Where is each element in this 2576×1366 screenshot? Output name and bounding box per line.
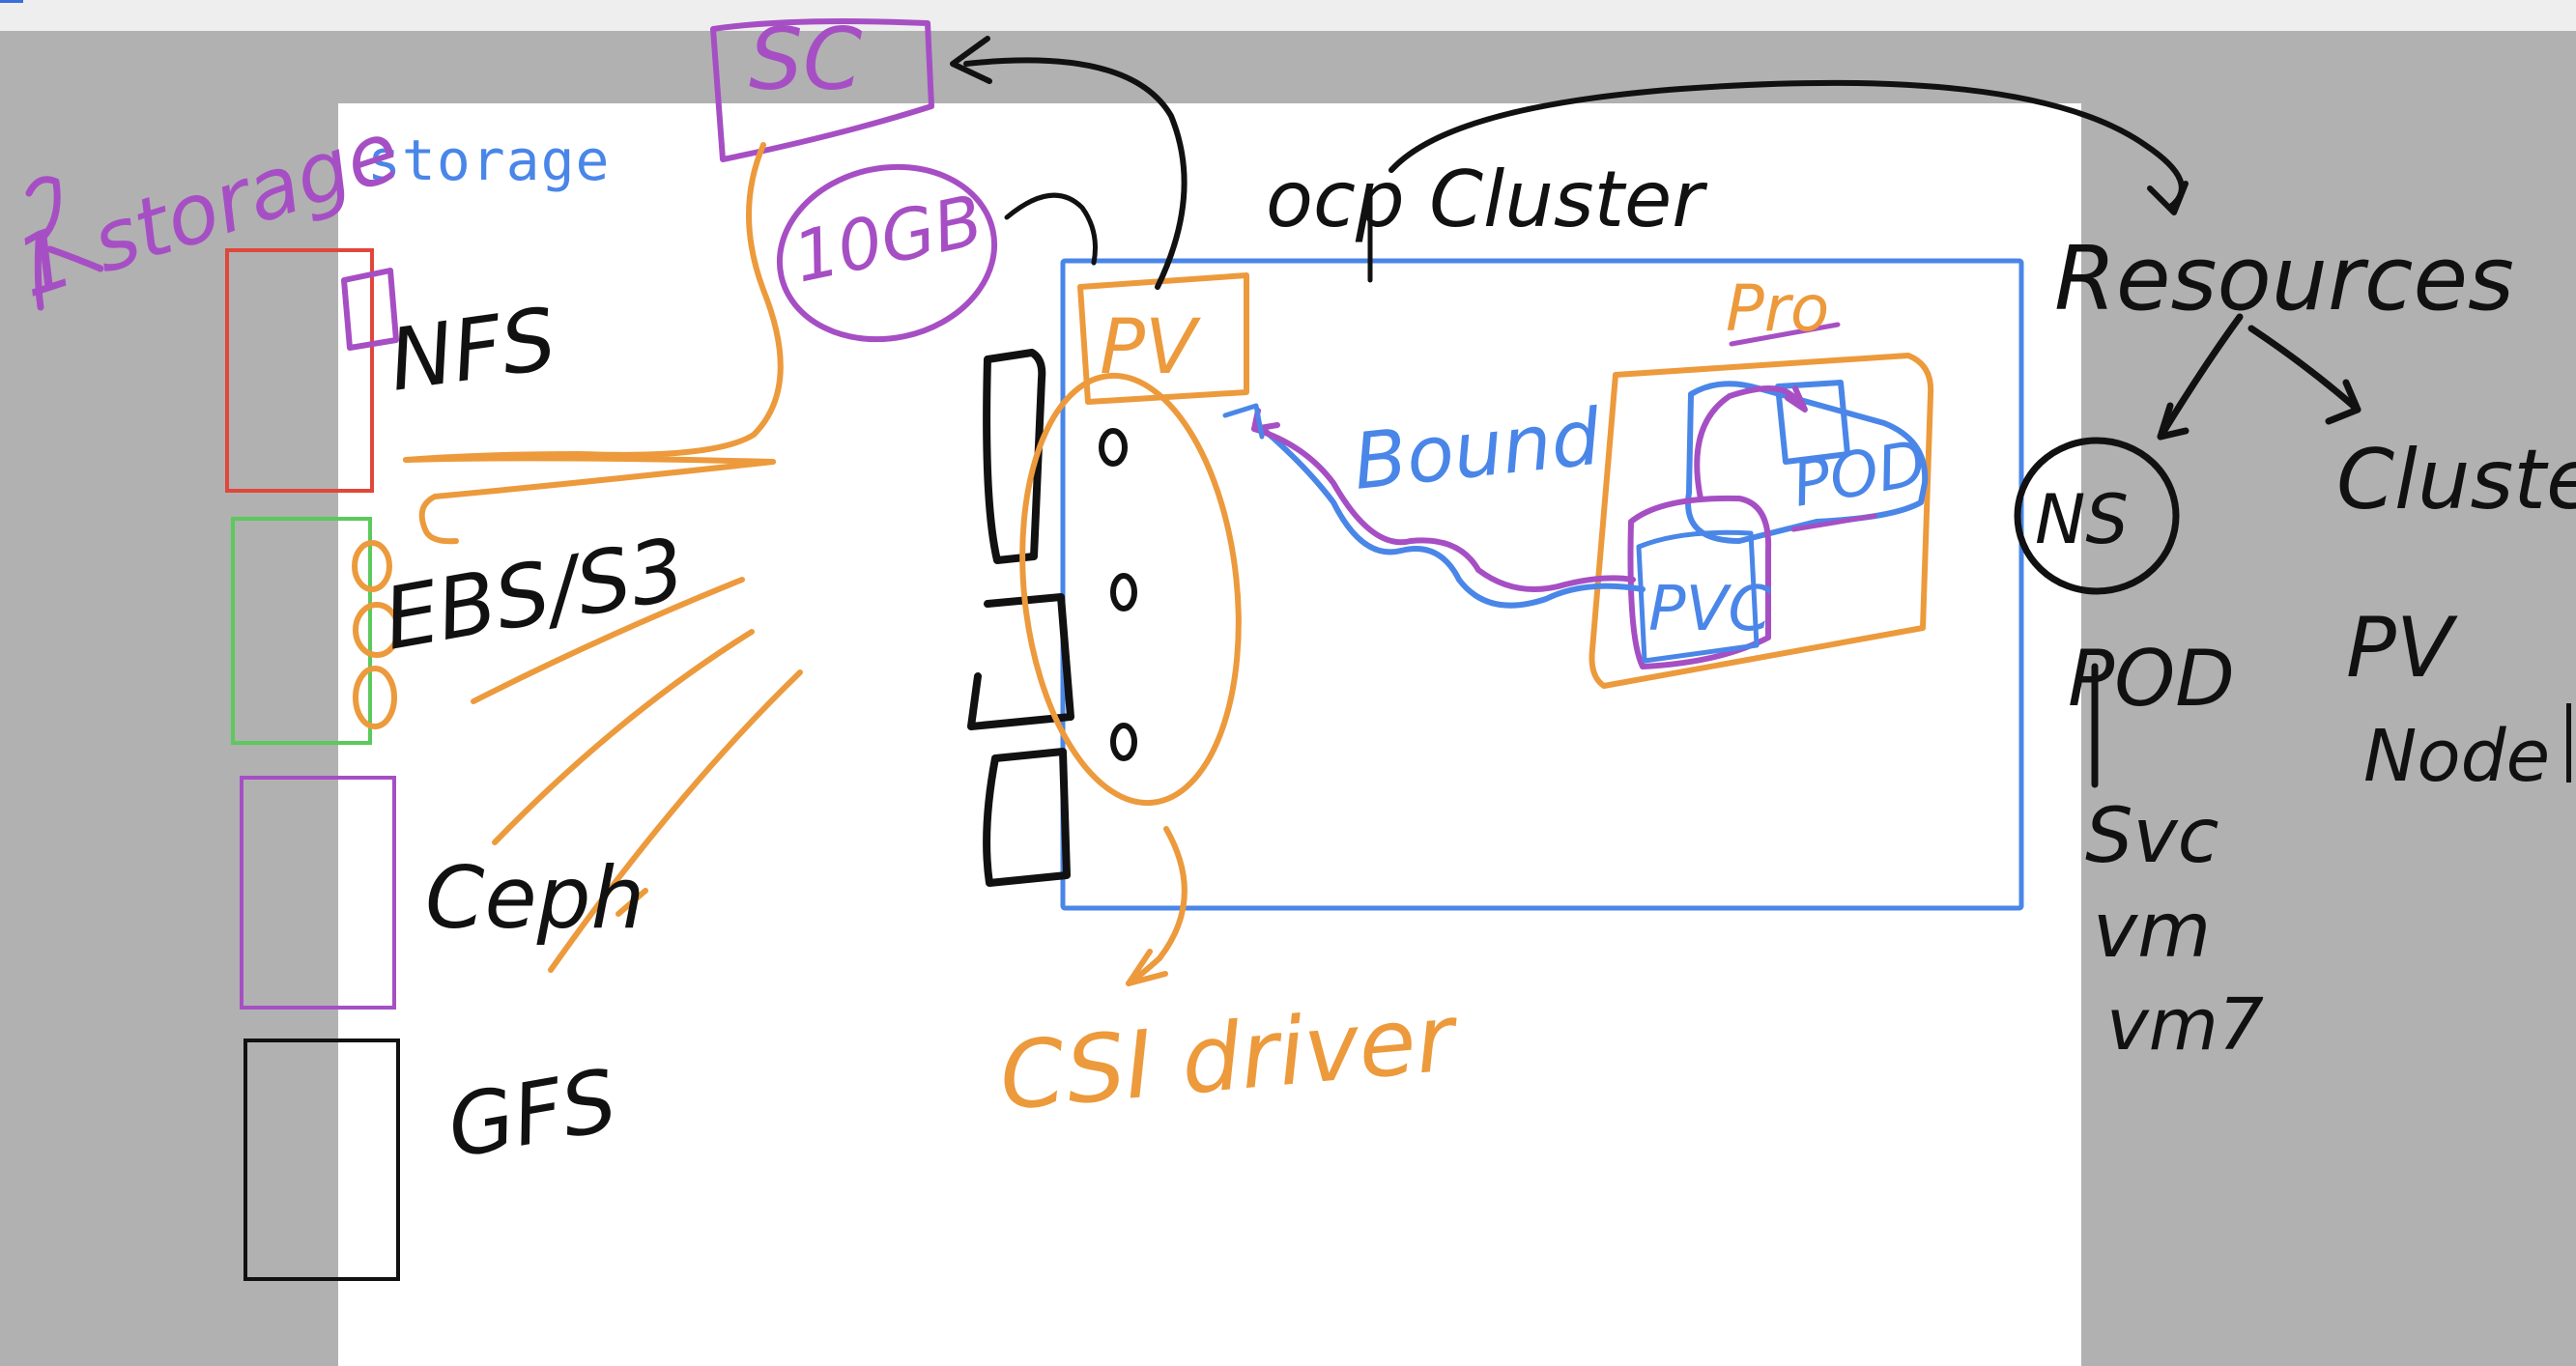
pv-box xyxy=(1077,272,1249,405)
ns-item-vm7: vm7 xyxy=(2106,983,2264,1067)
ebs-rings xyxy=(352,540,401,729)
storage-type-label-nfs: NFS xyxy=(384,289,562,411)
ns-label: NS xyxy=(2035,480,2129,559)
edge-mark xyxy=(2566,703,2571,783)
storage-box-ebs-s3 xyxy=(231,517,372,745)
storage-type-label-ceph: Ceph xyxy=(425,848,644,948)
whiteboard-canvas[interactable] xyxy=(338,103,2081,1366)
pv-label: PV xyxy=(1100,304,1201,391)
size-to-pv-line xyxy=(1004,192,1098,266)
bound-arrowhead xyxy=(1222,403,1265,440)
top-toolbar-strip xyxy=(0,0,2576,31)
ns-item-vm: vm xyxy=(2093,888,2211,975)
node-ports xyxy=(967,349,1074,887)
resources-label: Resources xyxy=(2054,227,2514,330)
cluster-to-resources-arrow xyxy=(1388,79,2189,215)
size-circle xyxy=(776,163,998,343)
pvc-inner xyxy=(1636,529,1760,664)
storage-box-ceph xyxy=(240,776,396,1010)
bound-line xyxy=(1253,420,1646,609)
storage-box-nfs xyxy=(225,248,374,493)
csi-port-holes xyxy=(1099,428,1137,761)
storage-box-gfs xyxy=(243,1039,400,1281)
ns-item-svc: Svc xyxy=(2085,793,2219,880)
bound-label: Bound xyxy=(1349,392,1606,507)
pvc-box xyxy=(1627,385,1808,669)
cluster-item-pv: PV xyxy=(2346,600,2458,697)
pod-shape xyxy=(1685,380,1929,544)
project-box xyxy=(1589,353,1934,689)
csi-arrow xyxy=(1126,826,1188,986)
storage-strike-lines xyxy=(471,577,803,973)
resources-branch xyxy=(2014,313,2361,788)
csi-driver-oval xyxy=(1019,372,1242,807)
project-underline xyxy=(1729,322,1841,347)
toolbar-accent xyxy=(0,0,23,3)
cluster-boundary xyxy=(1060,258,2024,911)
sc-to-pv-arrow xyxy=(950,36,1188,290)
pod-underline xyxy=(1790,513,1877,532)
cluster-scope-label: Cluster xyxy=(2336,432,2576,528)
storage-type-label-ebs-s3: EBS/S3 xyxy=(377,519,692,669)
csi-driver-label: CSI driver xyxy=(995,983,1463,1131)
cluster-item-node: Node xyxy=(2363,715,2550,798)
canvas-title: storage xyxy=(367,128,611,193)
pvc-label: PVC xyxy=(1648,574,1771,645)
storage-bracket xyxy=(25,176,104,311)
ns-item-pod: POD xyxy=(2068,634,2235,724)
storage-type-label-gfs: GFS xyxy=(441,1050,624,1178)
nfs-marker xyxy=(341,268,399,351)
provisioning-arrow xyxy=(403,142,784,545)
cluster-label: ocp Cluster xyxy=(1266,155,1708,244)
sc-box xyxy=(710,18,934,162)
sc-label: SC xyxy=(749,10,863,109)
storage-note: 1 storage xyxy=(6,103,412,317)
project-label: Pro xyxy=(1726,271,1829,346)
